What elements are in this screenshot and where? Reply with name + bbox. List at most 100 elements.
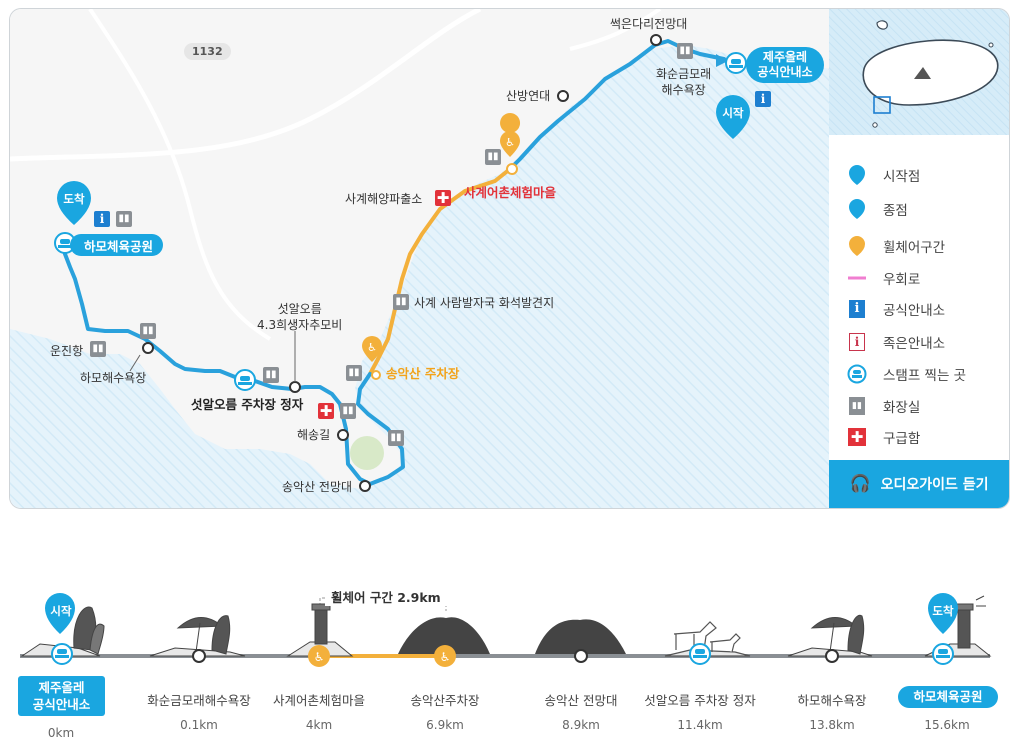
end-badge: 도착 (63, 192, 85, 206)
station-km: 4km (305, 718, 333, 732)
restroom-icon: ▮▮ (346, 365, 362, 381)
end-pin-icon (57, 181, 91, 225)
info-icon: i (94, 211, 110, 227)
station-name: 화순금모래해수욕장 (147, 693, 251, 708)
place-songak-parking: 송악산 주차장 (386, 366, 460, 381)
map-canvas: ♿ ♿ (10, 9, 830, 508)
audio-guide-label: 오디오가이드 듣기 (880, 477, 989, 493)
legend-item: 휠체어구간 (847, 236, 945, 256)
station-marker (574, 649, 588, 663)
profile-start-badge: 시작 (50, 604, 72, 618)
stamp-icon (234, 369, 256, 391)
place-memorial: 섯알오름 4.3희생자추모비 (257, 302, 343, 332)
waypoint-songak-view (359, 480, 371, 492)
waypoint-ssegeun (650, 34, 662, 46)
route-map[interactable]: ♿ ♿ 1132 시작 도착 제주올레 공식안내소 (9, 8, 830, 509)
legend-item-label: 휠체어구간 (883, 240, 946, 256)
svg-text:♿: ♿ (367, 341, 377, 354)
detour-line-icon (847, 275, 867, 281)
legend-item: i 공식안내소 (847, 299, 945, 319)
end-pin-icon (847, 198, 867, 220)
svg-text:♿: ♿ (505, 136, 515, 149)
place-unjin: 운진항 (50, 344, 84, 358)
start-pin-icon (45, 593, 75, 634)
place-ssegeun: 썩은다리전망대 (610, 17, 688, 31)
svg-text:♿: ♿ (314, 650, 325, 664)
station-name-start[interactable]: 제주올레 공식안내소 (18, 676, 105, 716)
start-badge: 시작 (722, 106, 744, 120)
legend-item-label: 시작점 (883, 169, 921, 185)
station-km: 13.8km (809, 718, 855, 732)
stamp-icon (847, 364, 867, 384)
wheelchair-icon: ♿ (308, 645, 330, 667)
place-sanbang: 산방연대 (506, 89, 551, 103)
stamp-icon (932, 643, 954, 665)
restroom-icon: ▮▮ (90, 341, 106, 357)
start-location-label[interactable]: 제주올레 공식안내소 (746, 47, 824, 83)
start-pin-icon (847, 164, 867, 186)
waypoint-songak-parking (371, 370, 381, 380)
station-name: 사계어촌체험마을 (272, 693, 366, 708)
station-km: 11.4km (677, 718, 723, 732)
legend-item: i 족은안내소 (847, 332, 945, 352)
restroom-icon: ▮▮ (263, 367, 279, 383)
legend-item-label: 구급함 (883, 431, 921, 447)
road (88, 9, 272, 341)
wheelchair-pin-icon (847, 235, 867, 257)
legend-item: ✚ 구급함 (847, 427, 920, 447)
illustration-start (20, 606, 105, 657)
info-icon: i (847, 300, 867, 318)
stamp-icon (725, 52, 747, 74)
waypoint-memorial (289, 381, 301, 393)
info-icon: i (755, 91, 771, 107)
legend-item-label: 우회로 (883, 272, 921, 288)
illustration-hill (398, 617, 490, 654)
headphones-icon: 🎧 (849, 474, 871, 494)
stamp-icon (689, 643, 711, 665)
restroom-icon: ▮▮ (393, 294, 409, 310)
svg-text:♿: ♿ (440, 650, 451, 664)
place-songak-view: 송악산 전망대 (282, 480, 353, 494)
place-hwasun: 화순금모래 해수욕장 (656, 67, 712, 97)
station-name-end[interactable]: 하모체육공원 (898, 686, 998, 708)
end-location-label[interactable]: 하모체육공원 (70, 234, 164, 256)
road (569, 9, 662, 51)
legend-item: ▮▮화장실 (847, 396, 920, 416)
route-arrow (716, 54, 728, 67)
first-aid-icon: ✚ (847, 428, 867, 446)
road-number-badge: 1132 (184, 43, 231, 60)
restroom-icon: ▮▮ (140, 323, 156, 339)
legend-item-label: 공식안내소 (883, 303, 946, 319)
road (10, 9, 482, 162)
restroom-icon: ▮▮ (485, 149, 501, 165)
wheelchair-pin-icon: ♿ (362, 336, 382, 362)
minimap-viewport (873, 96, 891, 114)
station-name: 섯알오름 주차장 정자 (644, 693, 756, 708)
end-pin-icon (928, 593, 958, 634)
legend-item: 스탬프 찍는 곳 (847, 364, 966, 384)
elevation-profile: ♿ ♿ (20, 593, 992, 667)
stamp-icon (51, 643, 73, 665)
place-seotal-parking: 섯알오름 주차장 정자 (191, 397, 304, 412)
illustration-end (924, 595, 992, 657)
station-marker (825, 649, 839, 663)
audio-guide-button[interactable]: 🎧 오디오가이드 듣기 (829, 460, 1009, 508)
station-km: 0.1km (180, 718, 218, 732)
legend-item: 우회로 (847, 268, 920, 288)
wheelchair-section-label: 휠체어 구간 2.9km (325, 587, 447, 606)
profile-end-badge: 도착 (932, 604, 954, 618)
restroom-icon: ▮▮ (340, 403, 356, 419)
start-pin-icon (716, 95, 750, 139)
station-km: 0km (47, 726, 75, 740)
legend-item-label: 족은안내소 (883, 336, 946, 352)
sea-area (10, 45, 830, 508)
station-km: 8.9km (562, 718, 600, 732)
small-info-icon: i (847, 333, 867, 351)
place-sagye-village: 사계어촌체험마을 (464, 185, 557, 200)
place-footprint: 사계 사람발자국 화석발견지 (414, 296, 555, 310)
legend-item-label: 화장실 (883, 400, 921, 416)
station-name: 송악산 전망대 (544, 693, 618, 708)
station-name: 송악산주차장 (410, 693, 480, 708)
jeju-minimap[interactable] (829, 9, 1009, 135)
